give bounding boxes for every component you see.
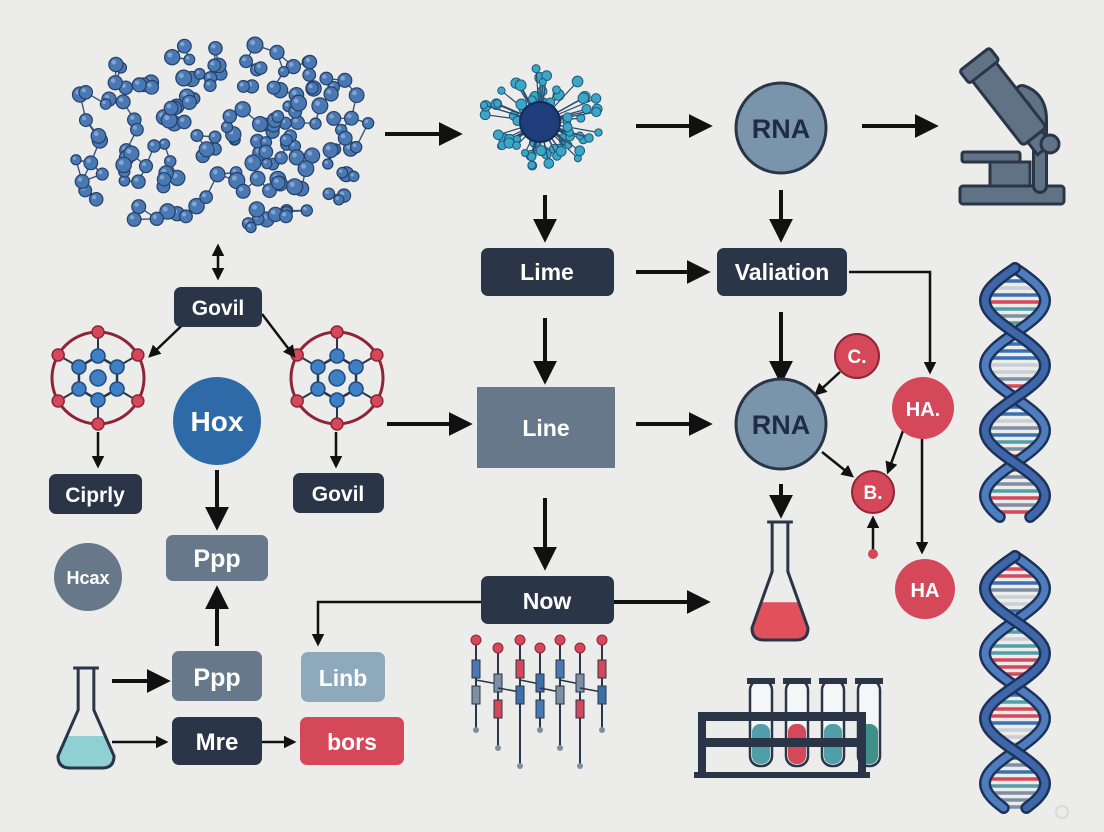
node-ppp-lower: Ppp [172, 651, 262, 701]
node-label: bors [327, 729, 377, 755]
node-now: Now [481, 576, 614, 624]
node-label: Govil [192, 297, 245, 320]
node-b: B. [851, 470, 895, 514]
node-valiation: Valiation [717, 248, 847, 296]
node-hcax: Hcax [54, 543, 122, 611]
flow-arrow [311, 600, 481, 647]
connector-dot [868, 549, 878, 559]
microscope-icon [958, 47, 1066, 206]
node-label: B. [864, 483, 883, 504]
node-label: Hox [191, 406, 244, 437]
node-linb: Linb [301, 652, 385, 702]
flow-arrows [91, 114, 939, 749]
flask-right-icon [750, 520, 810, 642]
nanoparticle-icon [479, 64, 603, 171]
node-label: Lime [520, 259, 574, 285]
node-label: Ppp [193, 545, 240, 573]
node-govil-right: Govil [293, 473, 384, 513]
molecule-ring-icon [50, 325, 146, 431]
molecule-ring-icons [50, 325, 385, 431]
node-lime: Lime [481, 248, 614, 296]
microscope-knob [1039, 133, 1061, 155]
nanoparticle-core [519, 101, 561, 143]
test-tube-rack-icon [694, 678, 883, 778]
node-bors: bors [300, 717, 404, 765]
gel-bands-icon [470, 634, 608, 769]
node-label: Valiation [735, 259, 830, 285]
flow-arrow [814, 371, 841, 396]
watermark-icon [1055, 805, 1069, 819]
node-label: Ciprly [65, 484, 125, 507]
microscope-base [958, 184, 1066, 206]
flow-arrow [821, 451, 854, 478]
molecule-network-icon [70, 36, 375, 234]
node-mre: Mre [172, 717, 262, 765]
node-ciprly: Ciprly [49, 474, 142, 514]
node-c: C. [834, 333, 880, 379]
node-govil-top: Govil [174, 287, 262, 327]
node-label: Ppp [193, 664, 240, 692]
dna-helix-icon [978, 550, 1052, 814]
molecule-ring-icon [289, 325, 385, 431]
node-label: HA. [906, 399, 940, 421]
network-beads [70, 36, 375, 234]
dna-helix-icon [978, 262, 1052, 523]
node-label: Govil [312, 483, 365, 506]
node-label: RNA [752, 114, 811, 144]
flask-icons [56, 520, 810, 770]
flow-arrow [849, 270, 937, 375]
flask-left-icon [56, 666, 116, 770]
node-ppp-upper: Ppp [166, 535, 268, 581]
flow-arrow [261, 313, 296, 358]
node-ha-dot: HA. [892, 377, 954, 439]
flow-arrow [885, 427, 906, 475]
node-label: C. [848, 347, 867, 368]
node-line: Line [477, 387, 615, 468]
rack-top-bar [698, 712, 866, 721]
node-hox: Hox [173, 377, 261, 465]
node-label: Hcax [66, 568, 109, 588]
node-ha: HA [895, 559, 955, 619]
node-label: Line [522, 415, 569, 441]
node-label: Now [523, 588, 572, 614]
node-label: HA [911, 580, 940, 602]
node-label: Linb [319, 665, 368, 691]
node-label: Mre [196, 729, 239, 756]
node-label: RNA [752, 410, 811, 440]
dna-helix-icons [978, 262, 1052, 814]
node-rna-top: RNA [734, 81, 828, 175]
node-rna-mid: RNA [734, 377, 828, 471]
